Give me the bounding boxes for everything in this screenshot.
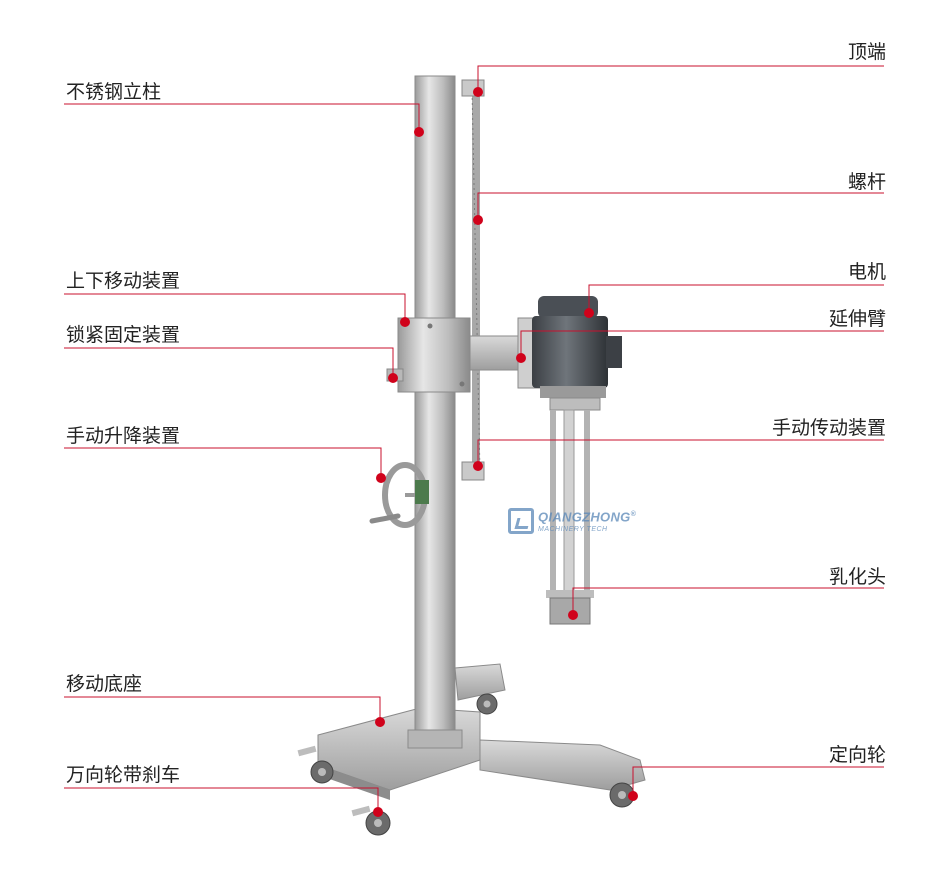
callout-arm-line bbox=[520, 330, 884, 358]
label-arm: 延伸臂 bbox=[828, 308, 886, 330]
callout-mobile-base bbox=[64, 696, 385, 727]
watermark-brand: QIANGZHONG bbox=[538, 509, 631, 525]
callout-fixed-caster bbox=[628, 766, 884, 801]
callout-column bbox=[64, 103, 424, 137]
label-moving-device: 上下移动装置 bbox=[66, 270, 181, 292]
callout-column-line bbox=[64, 103, 420, 132]
callout-top-end-dot bbox=[473, 87, 483, 97]
callout-fixed-caster-dot bbox=[628, 791, 638, 801]
callout-manual-lift-dot bbox=[376, 473, 386, 483]
callout-brake-caster-line bbox=[64, 787, 379, 812]
callout-manual-lift-line bbox=[64, 447, 382, 478]
watermark-sub: MACHINERY TECH bbox=[538, 525, 608, 533]
label-emulsifying-head: 乳化头 bbox=[828, 566, 886, 588]
callout-moving-device-dot bbox=[400, 317, 410, 327]
callout-lock-device-dot bbox=[388, 373, 398, 383]
brand-logo-icon bbox=[508, 508, 534, 534]
label-screw: 螺杆 bbox=[847, 171, 886, 193]
callout-mobile-base-dot bbox=[375, 717, 385, 727]
callout-brake-caster-dot bbox=[373, 807, 383, 817]
stainless-column bbox=[407, 75, 463, 749]
callout-moving-device bbox=[64, 293, 410, 327]
callout-top-end bbox=[473, 65, 884, 97]
callout-screw-line bbox=[477, 192, 884, 220]
callout-lock-device-line bbox=[64, 347, 394, 378]
callout-brake-caster bbox=[64, 787, 383, 817]
callout-emulsifying-head-dot bbox=[568, 610, 578, 620]
label-motor: 电机 bbox=[847, 261, 886, 283]
callout-motor-dot bbox=[584, 308, 594, 318]
label-manual-lift: 手动升降装置 bbox=[66, 425, 181, 447]
callout-arm bbox=[516, 330, 884, 363]
callout-transmission bbox=[473, 439, 884, 471]
callout-mobile-base-line bbox=[64, 696, 381, 722]
emulsifier-shaft bbox=[546, 397, 601, 625]
callout-emulsifying-head bbox=[568, 587, 884, 620]
label-column: 不锈钢立柱 bbox=[66, 81, 162, 103]
callout-motor-line bbox=[588, 284, 884, 313]
watermark-logo: QIANGZHONG® MACHINERY TECH bbox=[508, 508, 636, 534]
caster-wheels bbox=[297, 693, 635, 836]
callout-top-end-line bbox=[477, 65, 884, 92]
label-top-end: 顶端 bbox=[847, 41, 886, 63]
label-fixed-caster: 定向轮 bbox=[828, 744, 886, 766]
motor bbox=[532, 296, 622, 398]
callout-transmission-dot bbox=[473, 461, 483, 471]
watermark-mark: ® bbox=[630, 511, 637, 519]
callout-moving-device-line bbox=[64, 293, 406, 322]
label-transmission: 手动传动装置 bbox=[771, 417, 886, 439]
hand-wheel bbox=[369, 462, 429, 528]
callout-lock-device bbox=[64, 347, 398, 383]
callout-screw-dot bbox=[473, 215, 483, 225]
callout-motor bbox=[584, 284, 884, 318]
callout-column-dot bbox=[414, 127, 424, 137]
callout-screw bbox=[473, 192, 884, 225]
callout-manual-lift bbox=[64, 447, 386, 483]
callout-arm-dot bbox=[516, 353, 526, 363]
callout-emulsifying-head-line bbox=[572, 587, 884, 615]
callout-transmission-line bbox=[477, 439, 884, 466]
label-lock-device: 锁紧固定装置 bbox=[66, 324, 181, 346]
label-brake-caster: 万向轮带刹车 bbox=[66, 764, 181, 786]
label-mobile-base: 移动底座 bbox=[66, 673, 143, 695]
callout-fixed-caster-line bbox=[632, 766, 884, 796]
